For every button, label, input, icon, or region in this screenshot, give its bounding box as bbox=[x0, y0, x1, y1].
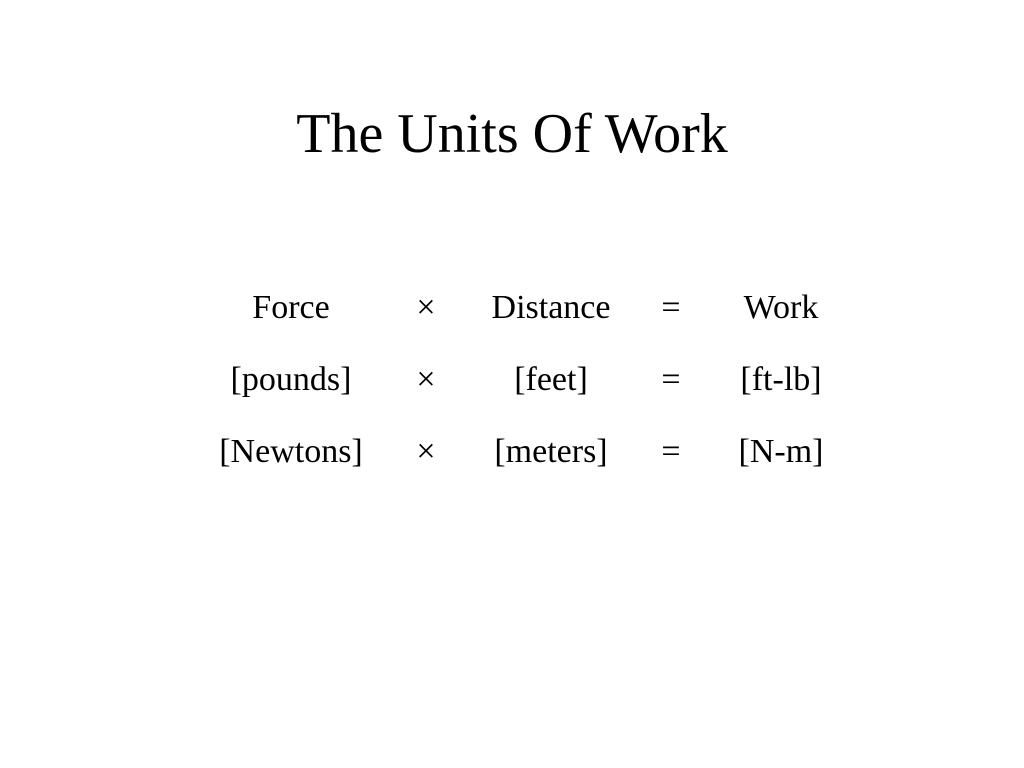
table-row-header: Force × Distance = Work bbox=[196, 272, 856, 344]
slide-title: The Units Of Work bbox=[296, 103, 728, 165]
force-cell: Force bbox=[252, 289, 330, 326]
equals-symbol: = bbox=[661, 433, 681, 470]
work-cell: [ft-lb] bbox=[740, 361, 822, 398]
force-cell: [Newtons] bbox=[219, 433, 363, 470]
equals-symbol: = bbox=[661, 289, 681, 326]
times-symbol: × bbox=[416, 289, 436, 326]
times-symbol: × bbox=[416, 433, 436, 470]
units-table: Force × Distance = Work [pounds] × [feet… bbox=[196, 272, 856, 488]
table-row-imperial: [pounds] × [feet] = [ft-lb] bbox=[196, 344, 856, 416]
distance-cell: [feet] bbox=[514, 361, 588, 398]
table-row-metric: [Newtons] × [meters] = [N-m] bbox=[196, 416, 856, 488]
times-symbol: × bbox=[416, 361, 436, 398]
equals-symbol: = bbox=[661, 361, 681, 398]
force-cell: [pounds] bbox=[230, 361, 352, 398]
work-cell: [N-m] bbox=[738, 433, 824, 470]
distance-cell: [meters] bbox=[494, 433, 608, 470]
distance-cell: Distance bbox=[491, 289, 611, 326]
work-cell: Work bbox=[743, 289, 819, 326]
